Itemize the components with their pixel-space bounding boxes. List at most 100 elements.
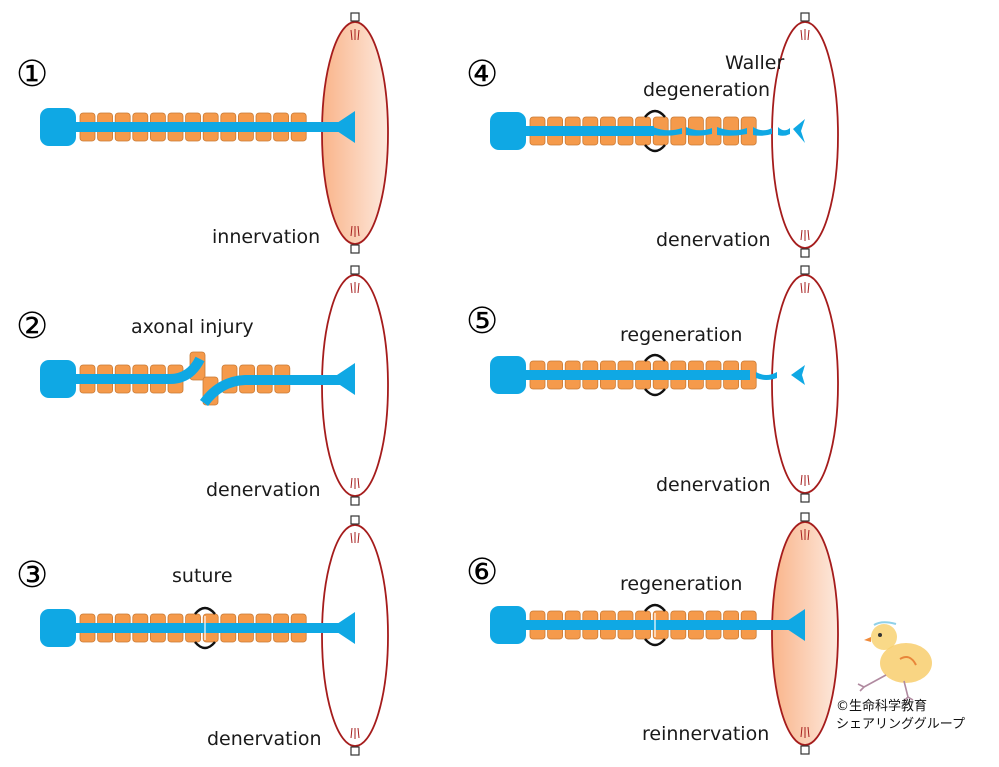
axon-fragment <box>753 127 772 136</box>
striation-mark <box>807 282 810 294</box>
axon <box>74 612 355 644</box>
axon-shaft <box>74 623 345 633</box>
annotation-label: degeneration <box>643 79 770 101</box>
axon-distal <box>199 375 345 407</box>
chick-illustration-icon <box>857 621 932 702</box>
suture-loop-bottom <box>644 144 666 153</box>
striation-mark <box>807 29 810 41</box>
axon <box>524 365 805 385</box>
neuron-cell-body <box>40 609 76 647</box>
panel-1 <box>40 12 389 254</box>
axon-proximal <box>524 126 654 136</box>
tendon-bottom <box>800 493 810 503</box>
panel-5 <box>490 265 839 503</box>
striation-mark <box>350 29 353 41</box>
striation-mark <box>807 474 810 486</box>
axon-terminal <box>337 111 355 143</box>
axon-terminal-fragment <box>793 119 805 143</box>
axon <box>524 119 805 143</box>
muscle-status-label: denervation <box>206 479 321 501</box>
muscle-status-label: reinnervation <box>642 723 769 745</box>
axon <box>524 609 805 641</box>
muscle-status-label: innervation <box>212 226 320 248</box>
tendon-top <box>800 12 810 22</box>
axon-regrowing <box>524 370 750 380</box>
striation-mark <box>800 29 803 41</box>
striation-mark <box>800 474 803 486</box>
tendon-bottom <box>800 248 810 258</box>
credit: ©生命科学教育 シェアリンググループ <box>836 621 965 732</box>
neuron-cell-body <box>40 108 76 146</box>
striation-mark <box>357 225 360 237</box>
axon-fragment <box>756 372 777 380</box>
striation-mark <box>350 727 353 739</box>
axon <box>74 356 355 407</box>
striation-mark <box>800 229 803 241</box>
panel-4 <box>490 12 839 258</box>
annotation-label: suture <box>172 565 233 587</box>
axon-terminal <box>337 363 355 395</box>
striation-mark <box>357 282 360 294</box>
muscle-fiber <box>771 265 839 503</box>
axon-proximal <box>74 356 205 384</box>
muscle-status-label: denervation <box>656 229 771 251</box>
annotation-label: regeneration <box>620 324 742 346</box>
striation-mark <box>800 529 803 541</box>
credit-line-1: ©生命科学教育 <box>836 698 927 714</box>
axon-fragment <box>653 127 682 136</box>
suture-loop-bottom <box>194 641 216 650</box>
annotation-label: regeneration <box>620 573 742 595</box>
annotation-label: axonal injury <box>131 316 254 338</box>
panel-number: ③ <box>16 555 48 596</box>
axon-terminal-fragment <box>791 365 805 385</box>
panel-number: ⑥ <box>466 552 498 593</box>
tendon-top <box>350 12 360 22</box>
striation-mark <box>350 477 353 489</box>
muscle-status-label: denervation <box>656 474 771 496</box>
muscle-fiber <box>771 12 839 258</box>
tendon-top <box>800 512 810 522</box>
axon-fragment <box>778 127 790 136</box>
suture-loop-top <box>194 606 216 615</box>
striation-mark <box>357 29 360 41</box>
suture-loop-top <box>644 353 666 362</box>
muscle-status-label: denervation <box>207 728 322 750</box>
striation-mark <box>350 225 353 237</box>
striation-mark <box>807 726 810 738</box>
striation-mark <box>357 727 360 739</box>
panel-2 <box>40 265 389 506</box>
axon-fragment <box>686 127 712 136</box>
striation-mark <box>800 282 803 294</box>
axon-terminal <box>787 609 805 641</box>
striation-mark <box>357 532 360 544</box>
tendon-bottom <box>800 745 810 755</box>
muscle-ellipse <box>771 274 839 494</box>
neuron-cell-body <box>490 112 526 150</box>
axon-shaft <box>74 122 345 132</box>
tendon-bottom <box>350 244 360 254</box>
striation-mark <box>350 532 353 544</box>
axon <box>74 111 355 143</box>
striation-mark <box>800 726 803 738</box>
tendon-top <box>350 515 360 525</box>
neuron-cell-body <box>490 606 526 644</box>
tendon-top <box>800 265 810 275</box>
credit-line-2: シェアリンググループ <box>836 717 965 732</box>
suture-loop-bottom <box>644 388 666 397</box>
panel-number: ⑤ <box>466 301 498 342</box>
suture-loop-top <box>644 109 666 118</box>
tendon-top <box>350 265 360 275</box>
suture-loop-bottom <box>644 638 666 647</box>
panel-number: ② <box>16 306 48 347</box>
suture-loop-top <box>644 603 666 612</box>
axon-terminal <box>337 612 355 644</box>
panel-number: ④ <box>466 54 498 95</box>
tendon-bottom <box>350 746 360 756</box>
striation-mark <box>350 282 353 294</box>
panel-6 <box>490 512 839 755</box>
neuron-cell-body <box>490 356 526 394</box>
annotation-label: Waller <box>725 52 784 74</box>
panel-3 <box>40 515 389 756</box>
muscle-ellipse <box>771 21 839 249</box>
